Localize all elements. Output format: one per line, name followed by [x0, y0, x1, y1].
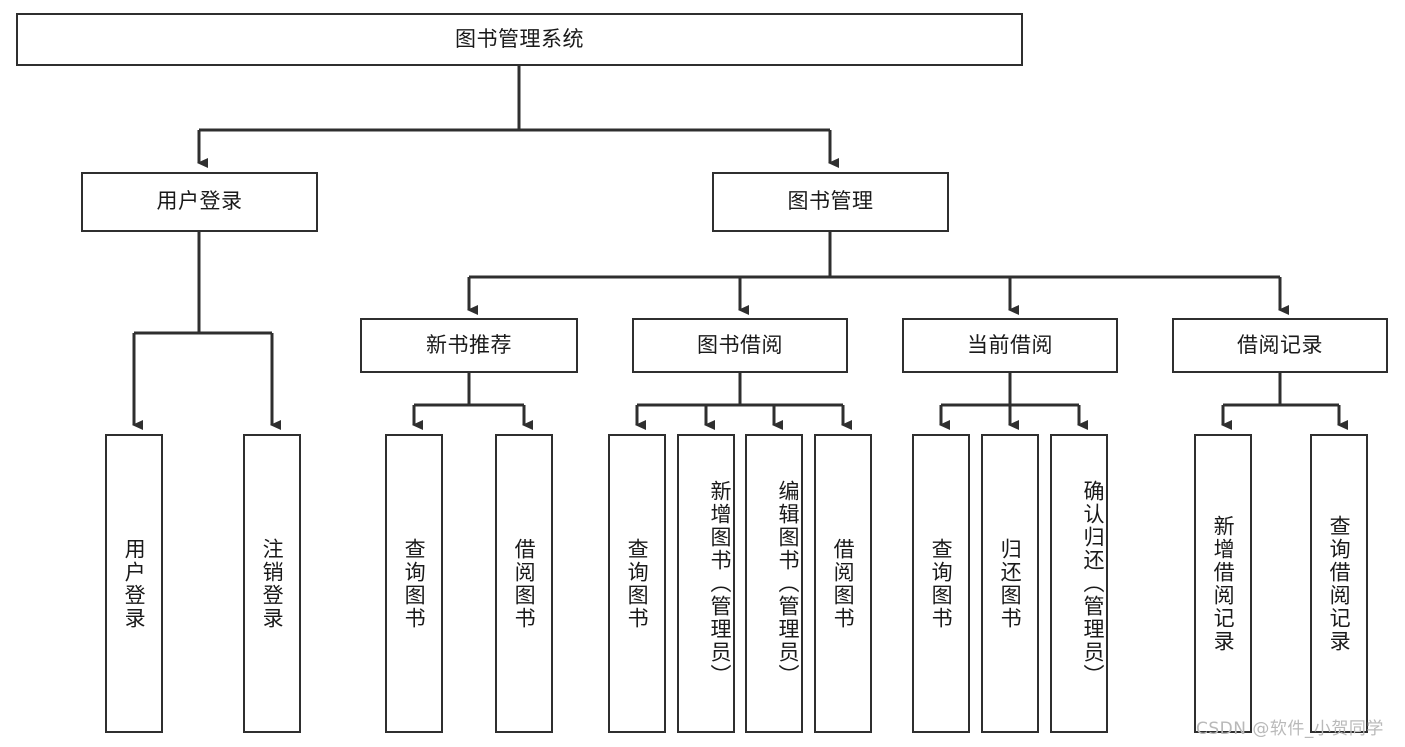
csdn-watermark: CSDN @软件_小贺同学 [1196, 719, 1384, 739]
node-book-borrow[interactable]: 图书借阅 [632, 318, 848, 373]
node-leaf-query-book-current[interactable]: 查询图书 [912, 434, 970, 733]
node-label: 用户登录 [156, 189, 243, 214]
node-leaf-add-borrow-record[interactable]: 新增借阅记录 [1194, 434, 1252, 733]
node-leaf-borrow-book-recommend[interactable]: 借阅图书 [495, 434, 553, 733]
node-root-system[interactable]: 图书管理系统 [16, 13, 1023, 66]
node-label: 查询图书 [625, 537, 650, 630]
node-label: 注销登录 [260, 537, 285, 630]
node-label: 当前借阅 [967, 332, 1053, 357]
node-leaf-borrow-book[interactable]: 借阅图书 [814, 434, 872, 733]
node-leaf-user-login[interactable]: 用户登录 [105, 434, 163, 733]
node-label: 查询图书 [929, 537, 954, 630]
node-new-book-recommend[interactable]: 新书推荐 [360, 318, 578, 373]
node-label: 编辑图书（管理员） [776, 480, 800, 687]
node-leaf-add-book-admin[interactable]: 新增图书（管理员） [677, 434, 735, 733]
node-label: 图书借阅 [697, 332, 783, 357]
node-leaf-return-book[interactable]: 归还图书 [981, 434, 1039, 733]
node-label: 查询借阅记录 [1327, 514, 1352, 653]
node-label: 查询图书 [402, 537, 427, 630]
node-leaf-confirm-return-admin[interactable]: 确认归还（管理员） [1050, 434, 1108, 733]
node-label: 借阅图书 [831, 537, 856, 630]
node-label: 借阅图书 [512, 537, 537, 630]
node-label: 归还图书 [998, 537, 1023, 630]
node-leaf-logout[interactable]: 注销登录 [243, 434, 301, 733]
node-user-login[interactable]: 用户登录 [81, 172, 318, 232]
node-label: 新增图书（管理员） [708, 480, 732, 687]
node-borrow-record[interactable]: 借阅记录 [1172, 318, 1388, 373]
node-label: 图书管理系统 [455, 26, 584, 51]
node-label: 图书管理 [787, 189, 874, 214]
node-label: 借阅记录 [1237, 332, 1323, 357]
node-leaf-query-borrow-record[interactable]: 查询借阅记录 [1310, 434, 1368, 733]
node-label: 用户登录 [122, 537, 147, 630]
node-label: 新增借阅记录 [1211, 514, 1236, 653]
node-label: 确认归还（管理员） [1081, 480, 1105, 687]
node-label: 新书推荐 [426, 332, 512, 357]
node-book-management[interactable]: 图书管理 [712, 172, 949, 232]
node-leaf-query-book-borrow[interactable]: 查询图书 [608, 434, 666, 733]
node-leaf-edit-book-admin[interactable]: 编辑图书（管理员） [745, 434, 803, 733]
node-leaf-query-book-recommend[interactable]: 查询图书 [385, 434, 443, 733]
node-current-borrow[interactable]: 当前借阅 [902, 318, 1118, 373]
